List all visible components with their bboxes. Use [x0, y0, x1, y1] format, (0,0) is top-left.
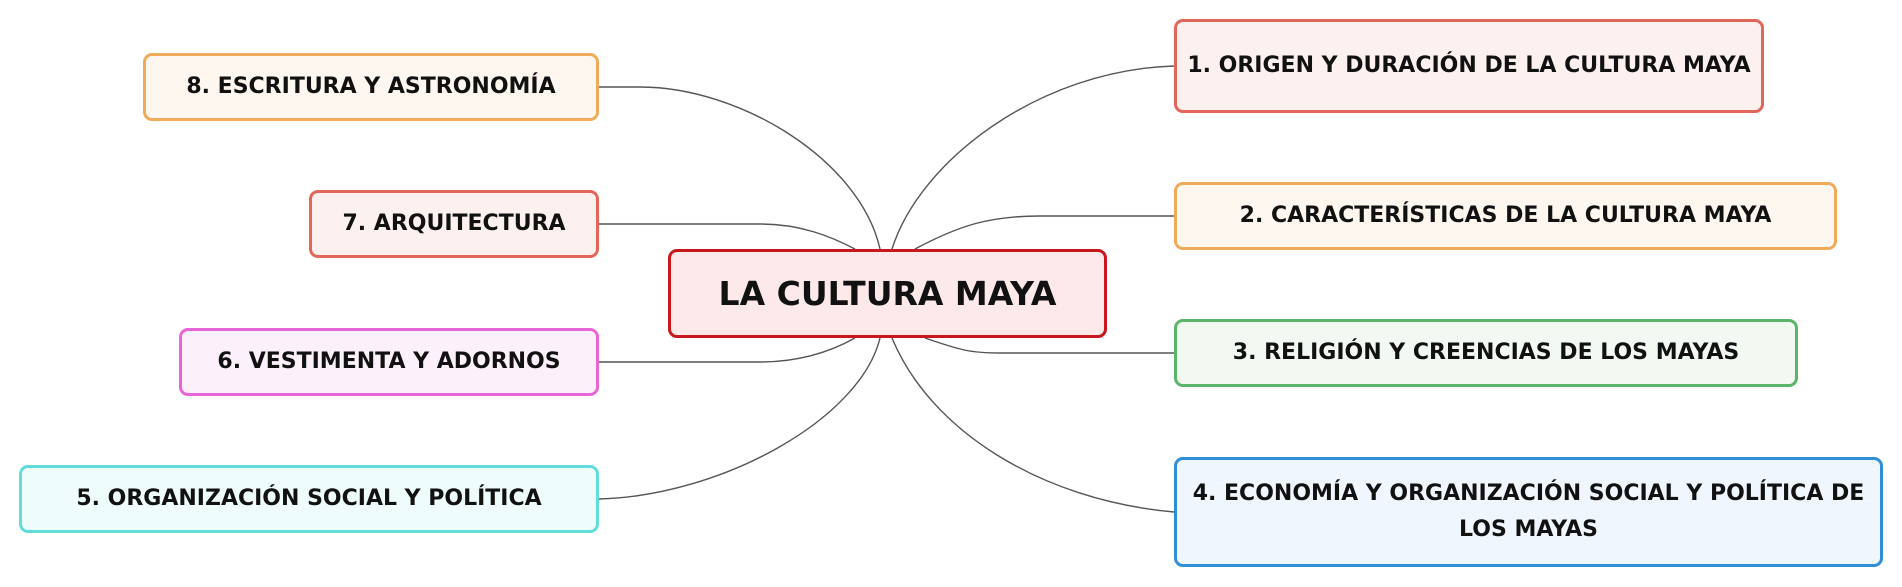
topic-label-1: 1. ORIGEN Y DURACIÓN DE LA CULTURA MAYA	[1187, 53, 1751, 78]
topic-node-2[interactable]: 2. CARACTERÍSTICAS DE LA CULTURA MAYA	[1174, 182, 1837, 250]
topic-node-3[interactable]: 3. RELIGIÓN Y CREENCIAS DE LOS MAYAS	[1174, 319, 1798, 387]
link-topic-8	[599, 86, 881, 250]
topic-label-6: 6. VESTIMENTA Y ADORNOS	[217, 349, 561, 374]
topic-node-1[interactable]: 1. ORIGEN Y DURACIÓN DE LA CULTURA MAYA	[1174, 19, 1764, 113]
topic-label-3: 3. RELIGIÓN Y CREENCIAS DE LOS MAYAS	[1232, 340, 1740, 365]
topic-label-5: 5. ORGANIZACIÓN SOCIAL Y POLÍTICA	[76, 486, 542, 511]
link-topic-1	[891, 65, 1175, 250]
link-topic-5	[598, 337, 881, 500]
topic-node-4[interactable]: 4. ECONOMÍA Y ORGANIZACIÓN SOCIAL Y POLÍ…	[1174, 457, 1883, 567]
topic-label-8: 8. ESCRITURA Y ASTRONOMÍA	[186, 74, 556, 99]
topic-node-7[interactable]: 7. ARQUITECTURA	[309, 190, 599, 258]
link-topic-7	[599, 223, 856, 250]
link-topic-6	[599, 337, 856, 363]
central-topic-label: LA CULTURA MAYA	[718, 273, 1057, 313]
link-topic-2	[914, 215, 1174, 250]
central-topic[interactable]: LA CULTURA MAYA	[668, 249, 1107, 338]
topic-label-7: 7. ARQUITECTURA	[342, 211, 566, 236]
topic-label-2: 2. CARACTERÍSTICAS DE LA CULTURA MAYA	[1239, 203, 1772, 228]
topic-node-5[interactable]: 5. ORGANIZACIÓN SOCIAL Y POLÍTICA	[19, 465, 599, 533]
topic-label-4: 4. ECONOMÍA Y ORGANIZACIÓN SOCIAL Y POLÍ…	[1192, 481, 1865, 542]
link-topic-3	[924, 337, 1174, 354]
link-topic-4	[891, 337, 1175, 513]
topic-node-6[interactable]: 6. VESTIMENTA Y ADORNOS	[179, 328, 599, 396]
topic-node-8[interactable]: 8. ESCRITURA Y ASTRONOMÍA	[143, 53, 599, 121]
